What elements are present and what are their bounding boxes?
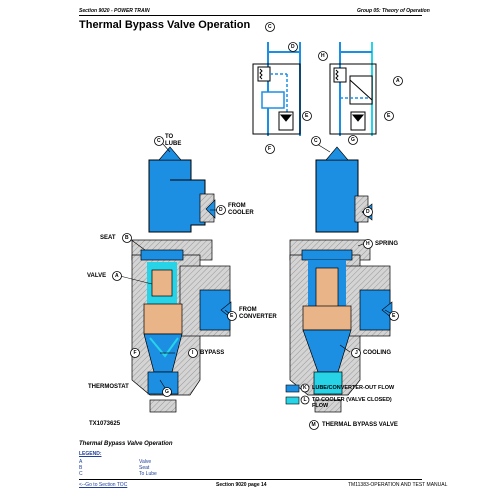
toc-link[interactable]: <--Go to Section TOC (79, 482, 128, 488)
section-header: Section 9020 - POWER TRAIN (79, 8, 150, 14)
footer-page: Section 9020 page 14 (216, 482, 267, 488)
callout-bypass: BYPASS (200, 350, 225, 356)
schematic-right (329, 42, 377, 136)
footer-rule (79, 479, 422, 480)
legend-heading: LEGEND: (79, 451, 102, 457)
legend-swatch-lube (285, 384, 300, 393)
callout-valve: VALVE (87, 273, 107, 279)
callout-thermostat: THERMOSTAT (88, 384, 129, 390)
section-title: Thermal Bypass Valve Operation (79, 441, 173, 447)
left-valve-assembly (131, 159, 231, 413)
group-header: Group 05: Theory of Operation (357, 8, 430, 14)
callout-cooling: COOLING (363, 350, 391, 356)
header-rule (79, 15, 422, 16)
footer-manual: TM11383-OPERATION AND TEST MANUAL (348, 482, 448, 488)
figure-caption: THERMAL BYPASS VALVE (322, 422, 398, 428)
right-valve-assembly (289, 159, 391, 413)
flow-legend-lube: LUBE/CONVERTER-OUT FLOW (312, 385, 395, 391)
page-title: Thermal Bypass Valve Operation (79, 19, 251, 31)
callout-letter-circles (112, 22, 403, 430)
figure-id: TX1073625 (89, 421, 121, 427)
legend-swatch-cooler (285, 396, 300, 405)
schematic-left (252, 42, 301, 136)
callout-seat: SEAT (100, 235, 116, 241)
flow-legend-cooler: TO COOLER (VALVE CLOSED)FLOW (312, 397, 392, 409)
callout-spring: SPRING (375, 241, 399, 247)
